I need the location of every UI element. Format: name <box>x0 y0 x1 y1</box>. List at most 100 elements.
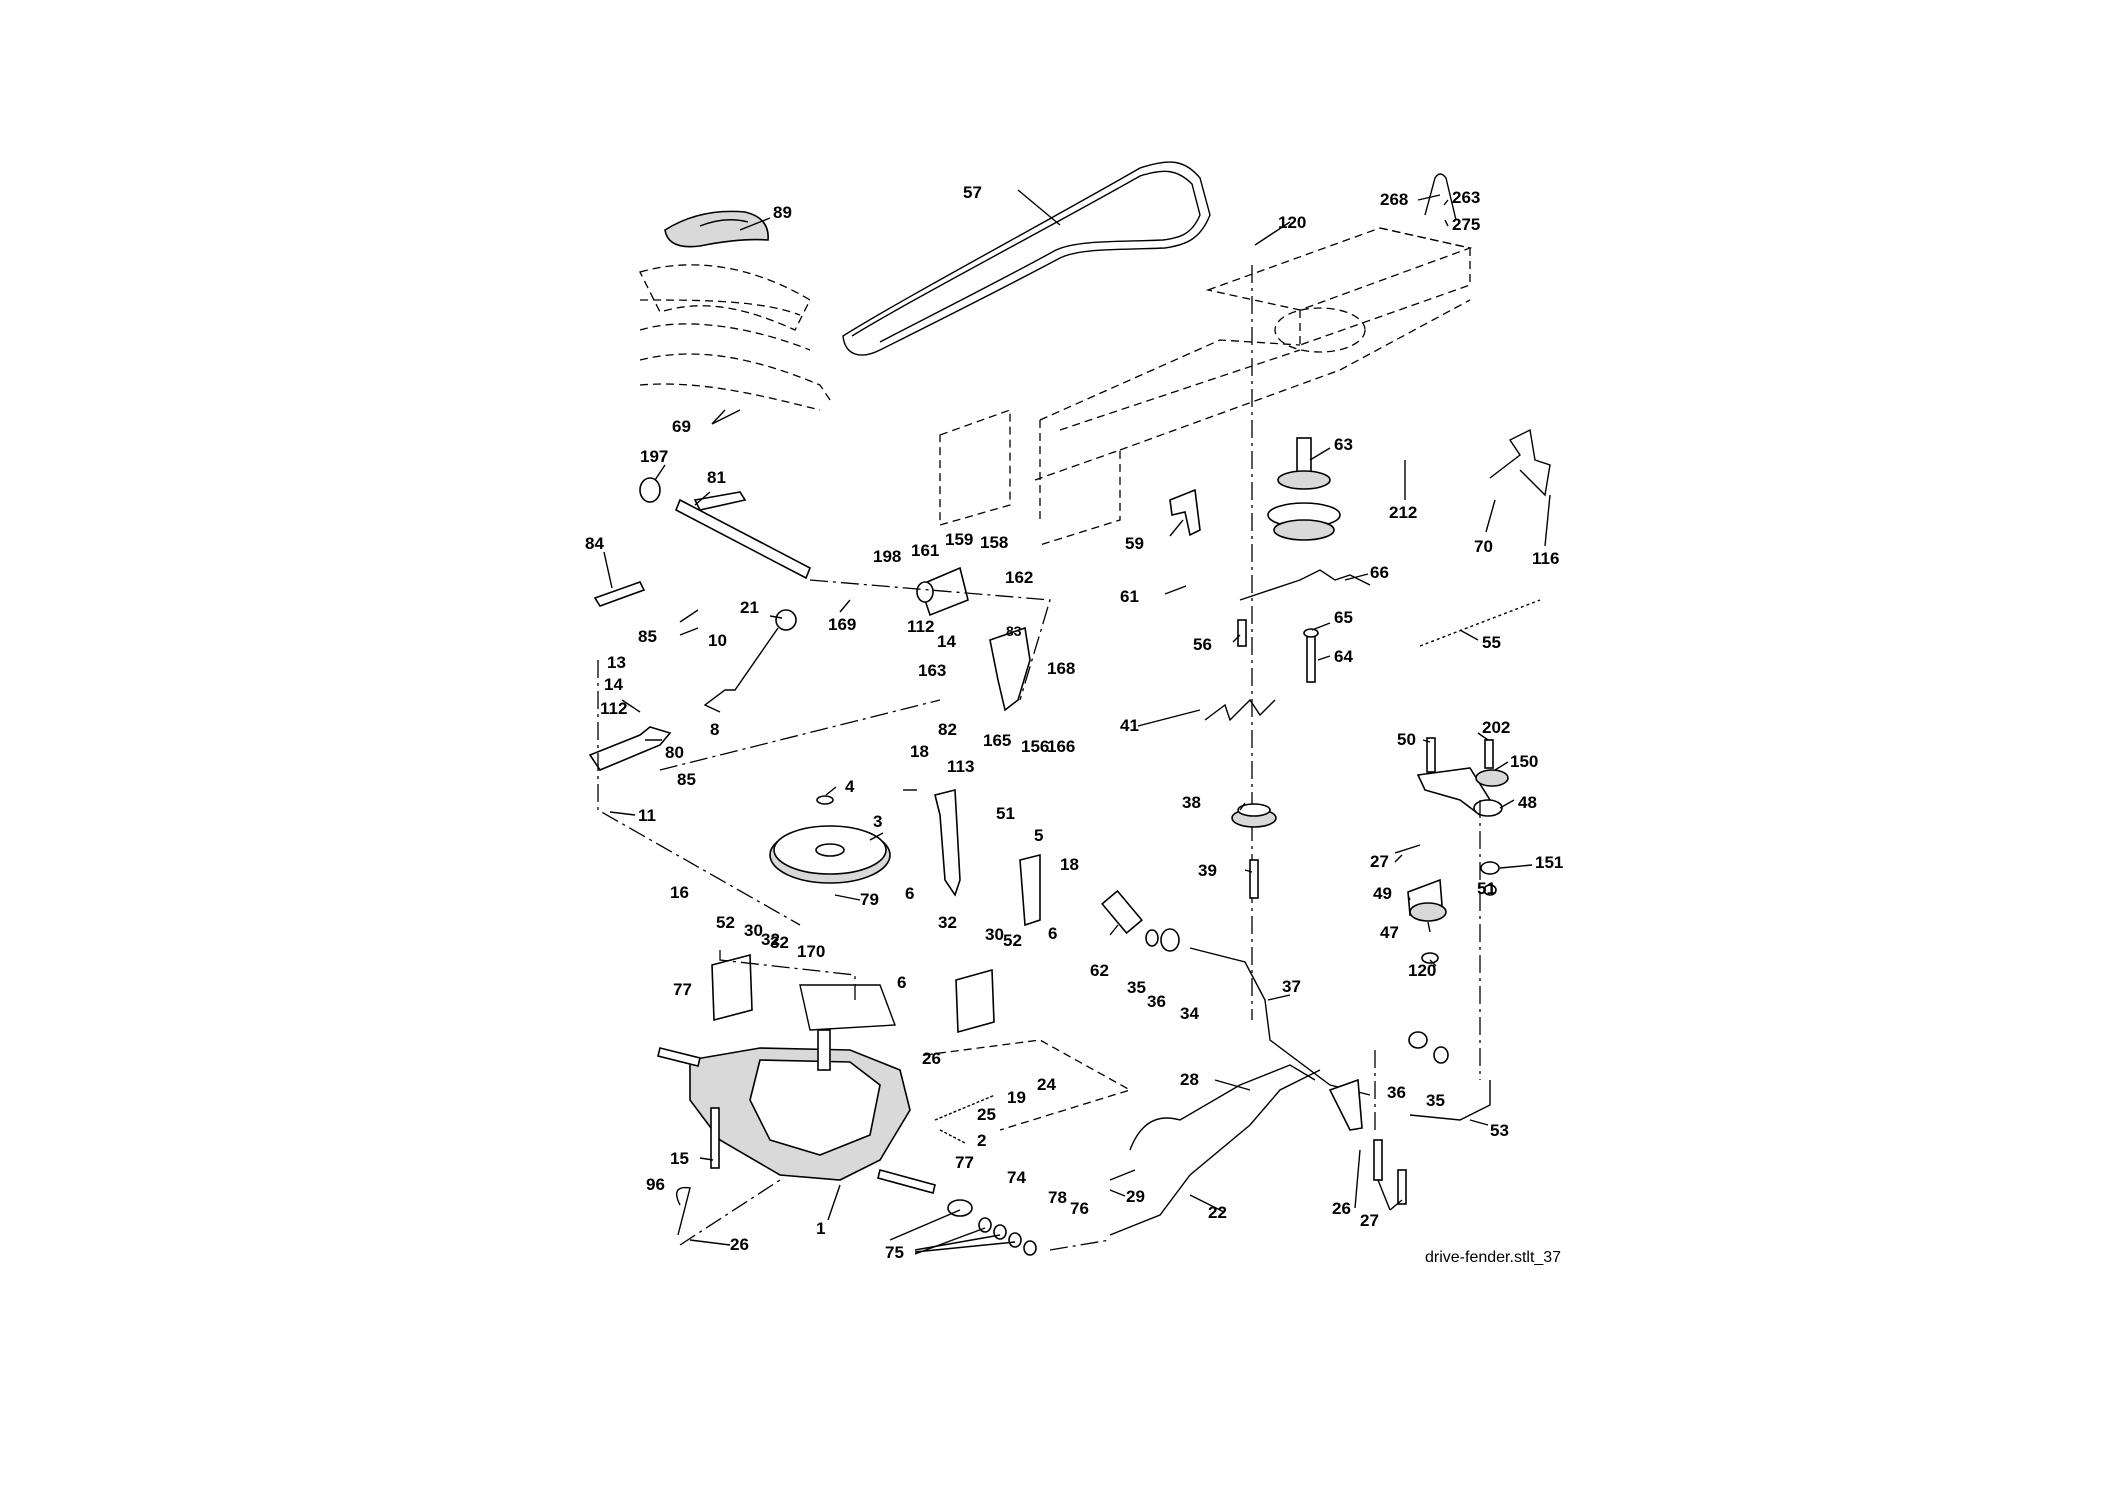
callout: 168 <box>1047 659 1075 678</box>
callout: 35 <box>1426 1091 1445 1110</box>
callout: 53 <box>1490 1121 1509 1140</box>
callout: 28 <box>1180 1070 1199 1089</box>
seat-bracket <box>664 210 769 248</box>
callout: 165 <box>983 731 1011 750</box>
callout: 120 <box>1408 961 1436 980</box>
transmission-pulley <box>769 795 891 884</box>
callout: 69 <box>672 417 691 436</box>
callout: 32 <box>761 930 780 949</box>
callout: 41 <box>1120 716 1139 735</box>
callout: 19 <box>1007 1088 1026 1107</box>
callout: 37 <box>1282 977 1301 996</box>
callout: 275 <box>1452 215 1480 234</box>
callout: 268 <box>1380 190 1408 209</box>
callout: 24 <box>1037 1075 1056 1094</box>
callout: 170 <box>797 942 825 961</box>
mounting-plate-left <box>711 953 753 1022</box>
diagram-caption: drive-fender.stlt_37 <box>1425 1249 1561 1266</box>
callout: 48 <box>1518 793 1537 812</box>
callout: 51 <box>996 804 1015 823</box>
callout: 162 <box>1005 568 1033 587</box>
callout: 83 <box>1006 623 1022 639</box>
callout: 56 <box>1193 635 1212 654</box>
callout: 112 <box>907 617 934 636</box>
callout: 80 <box>665 743 684 762</box>
callout: 62 <box>1090 961 1109 980</box>
callout: 36 <box>1387 1083 1406 1102</box>
callout: 263 <box>1452 188 1480 207</box>
hitch-pin-96 <box>676 1186 691 1236</box>
callout: 79 <box>860 890 879 909</box>
callout: 76 <box>1070 1199 1089 1218</box>
callout: 30 <box>985 925 1004 944</box>
callout: 82 <box>938 720 957 739</box>
callout: 38 <box>1182 793 1201 812</box>
callout: 25 <box>977 1105 996 1124</box>
callout: 18 <box>910 742 929 761</box>
brake-linkage <box>916 566 1031 712</box>
callout: 6 <box>1048 924 1057 943</box>
callout: 1 <box>816 1219 825 1238</box>
callout: 27 <box>1370 852 1389 871</box>
bolt-56 <box>1237 619 1247 647</box>
clevis-pin-268 <box>1424 173 1457 221</box>
callout: 14 <box>604 675 623 694</box>
callout: 89 <box>773 203 792 222</box>
callout: 2 <box>977 1131 986 1150</box>
callout: 212 <box>1389 503 1417 522</box>
callout: 30 <box>744 921 763 940</box>
shift-lever <box>703 609 797 713</box>
callout: 74 <box>1007 1168 1026 1187</box>
callout: 15 <box>670 1149 689 1168</box>
callout: 26 <box>730 1235 749 1254</box>
callout: 66 <box>1370 563 1389 582</box>
callout: 151 <box>1535 853 1563 872</box>
mounting-plate-right <box>955 968 995 1034</box>
callout: 22 <box>1208 1203 1227 1222</box>
bracket-5 <box>1019 853 1041 927</box>
callout: 96 <box>646 1175 665 1194</box>
callout: 26 <box>922 1049 941 1068</box>
callout: 13 <box>607 653 626 672</box>
callout: 18 <box>1060 855 1079 874</box>
callout: 21 <box>740 598 759 617</box>
callout: 57 <box>963 183 982 202</box>
callout: 32 <box>938 913 957 932</box>
callout: 51 <box>1477 879 1496 898</box>
callout: 36 <box>1147 992 1166 1011</box>
spring-25 <box>934 1094 996 1121</box>
callout: 85 <box>638 627 657 646</box>
callout: 150 <box>1510 752 1538 771</box>
callout: 116 <box>1532 549 1559 568</box>
callout: 166 <box>1047 737 1075 756</box>
callout: 61 <box>1120 587 1139 606</box>
callout: 14 <box>937 632 956 651</box>
engine-pulley <box>1267 437 1341 541</box>
callout: 29 <box>1126 1187 1145 1206</box>
callout: 159 <box>945 530 973 549</box>
bracket-59 <box>1169 488 1201 537</box>
transaxle <box>657 984 936 1194</box>
brake-rods <box>1100 889 1491 1236</box>
callout: 6 <box>905 884 914 903</box>
callout: 27 <box>1360 1211 1379 1230</box>
callout: 63 <box>1334 435 1353 454</box>
bracket-80 <box>588 726 672 771</box>
callout: 6 <box>897 973 906 992</box>
belt-guide-41 <box>1204 698 1276 722</box>
callout: 120 <box>1278 213 1306 232</box>
callout: 3 <box>873 812 882 831</box>
callout: 198 <box>873 547 901 566</box>
bracket-70 <box>1489 428 1551 497</box>
callout: 32 <box>770 933 789 952</box>
callout: 52 <box>1003 931 1022 950</box>
bolt-64 <box>1303 628 1319 683</box>
spring-55 <box>1419 599 1541 647</box>
callout: 161 <box>911 541 939 560</box>
callout: 10 <box>708 631 727 650</box>
spring-2 <box>939 1129 966 1144</box>
callout: 156 <box>1021 737 1049 756</box>
callout: 16 <box>670 883 689 902</box>
callout: 11 <box>638 806 656 825</box>
